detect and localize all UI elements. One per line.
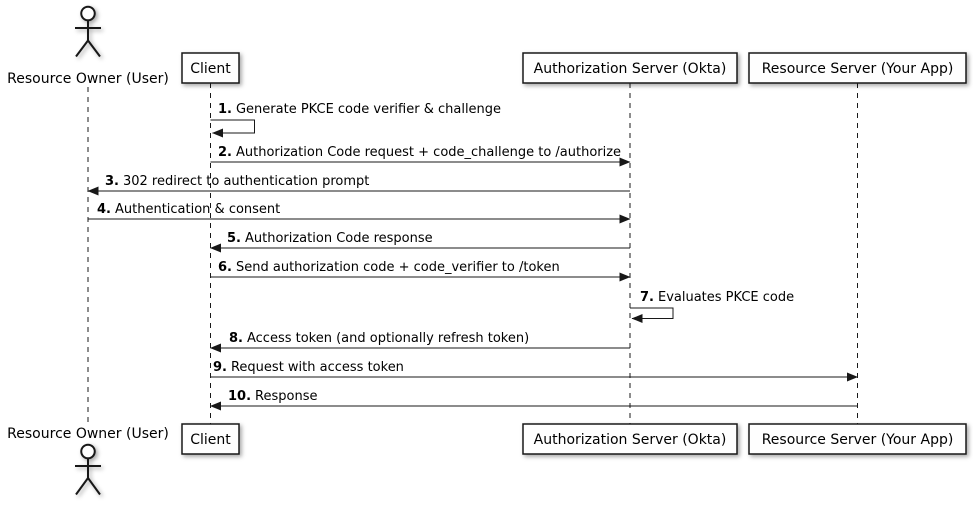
message-2-label: 2.Authorization Code request + code_chal… bbox=[218, 145, 621, 160]
participant-authorization-server-bottom: Authorization Server (Okta) bbox=[522, 423, 738, 455]
message-8-label: 8.Access token (and optionally refresh t… bbox=[229, 331, 529, 346]
message-7-label: 7.Evaluates PKCE code bbox=[640, 290, 794, 305]
actor-label-bottom: Resource Owner (User) bbox=[7, 426, 169, 442]
actor-label-top: Resource Owner (User) bbox=[7, 71, 169, 87]
message-5-label: 5.Authorization Code response bbox=[227, 231, 433, 246]
stick-figure-icon bbox=[75, 5, 101, 58]
participant-label-resource-server-top: Resource Server (Your App) bbox=[762, 61, 954, 77]
participant-label-client-bottom: Client bbox=[190, 432, 231, 448]
actor-resource-owner-top: Resource Owner (User) bbox=[7, 5, 169, 87]
actor-resource-owner-bottom: Resource Owner (User) bbox=[7, 426, 169, 496]
message-10-label: 10.Response bbox=[228, 389, 317, 404]
message-1-self-arrow bbox=[210, 119, 255, 138]
participant-label-authorization-server-top: Authorization Server (Okta) bbox=[534, 61, 727, 77]
participant-client-top: Client bbox=[181, 52, 240, 84]
message-3-label: 3.302 redirect to authentication prompt bbox=[105, 174, 369, 189]
message-9-label: 9.Request with access token bbox=[213, 360, 404, 375]
participant-resource-server-top: Resource Server (Your App) bbox=[748, 52, 967, 84]
participant-resource-server-bottom: Resource Server (Your App) bbox=[748, 423, 967, 455]
participant-authorization-server-top: Authorization Server (Okta) bbox=[522, 52, 738, 84]
participant-label-authorization-server-bottom: Authorization Server (Okta) bbox=[534, 432, 727, 448]
participant-label-resource-server-bottom: Resource Server (Your App) bbox=[762, 432, 954, 448]
message-7-self-arrow bbox=[630, 307, 674, 323]
message-4-label: 4.Authentication & consent bbox=[97, 202, 280, 217]
stick-figure-icon bbox=[75, 443, 101, 496]
participant-label-client-top: Client bbox=[190, 61, 231, 77]
participant-client-bottom: Client bbox=[181, 423, 240, 455]
message-6-label: 6.Send authorization code + code_verifie… bbox=[218, 260, 560, 275]
message-1-label: 1.Generate PKCE code verifier & challeng… bbox=[218, 102, 501, 117]
